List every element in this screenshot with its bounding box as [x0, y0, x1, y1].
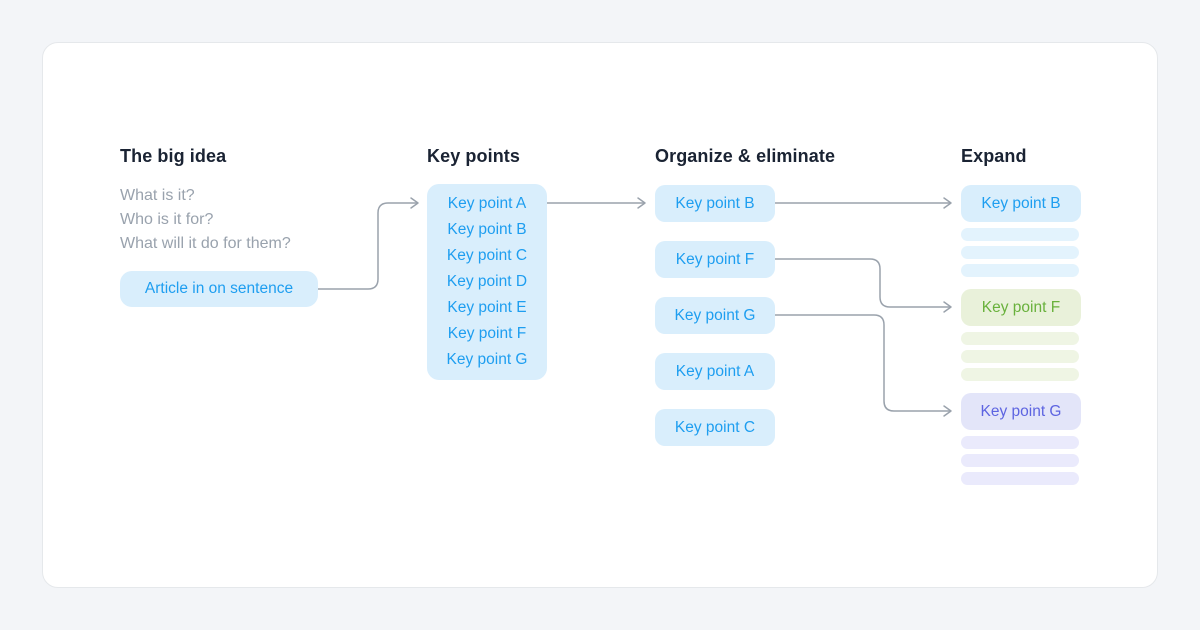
- placeholder-bar: [961, 350, 1079, 363]
- key-point-item: Key point A: [447, 195, 527, 212]
- placeholder-bar: [961, 454, 1079, 467]
- question-line: What is it?: [120, 187, 195, 204]
- placeholder-bar: [961, 264, 1079, 277]
- organize-pill: Key point A: [655, 353, 775, 390]
- expand-card-title: Key point B: [961, 185, 1081, 222]
- placeholder-bar: [961, 332, 1079, 345]
- placeholder-bar: [961, 228, 1079, 241]
- column-title-key-points: Key points: [427, 146, 521, 166]
- placeholder-bar: [961, 246, 1079, 259]
- big-idea-questions: What is it? Who is it for? What will it …: [120, 184, 291, 256]
- placeholder-bar: [961, 368, 1079, 381]
- placeholder-bar: [961, 436, 1079, 449]
- expand-card-title: Key point F: [961, 289, 1081, 326]
- column-title-organize: Organize & eliminate: [655, 146, 836, 166]
- organize-pill: Key point G: [655, 297, 775, 334]
- article-sentence-pill: Article in on sentence: [120, 271, 318, 307]
- organize-pill: Key point C: [655, 409, 775, 446]
- column-title-big-idea: The big idea: [120, 146, 227, 166]
- key-point-item: Key point E: [447, 299, 527, 316]
- expand-card-title: Key point G: [961, 393, 1081, 430]
- column-title-expand: Expand: [961, 146, 1027, 166]
- question-line: What will it do for them?: [120, 235, 291, 252]
- organize-pill: Key point F: [655, 241, 775, 278]
- question-line: Who is it for?: [120, 211, 214, 228]
- key-points-box: Key point A Key point B Key point C Key …: [427, 184, 547, 380]
- placeholder-bar: [961, 472, 1079, 485]
- key-point-item: Key point C: [446, 247, 528, 264]
- key-point-item: Key point D: [446, 273, 528, 290]
- key-point-item: Key point G: [446, 351, 528, 368]
- organize-pill: Key point B: [655, 185, 775, 222]
- key-point-item: Key point F: [447, 325, 527, 342]
- key-point-item: Key point B: [447, 221, 527, 238]
